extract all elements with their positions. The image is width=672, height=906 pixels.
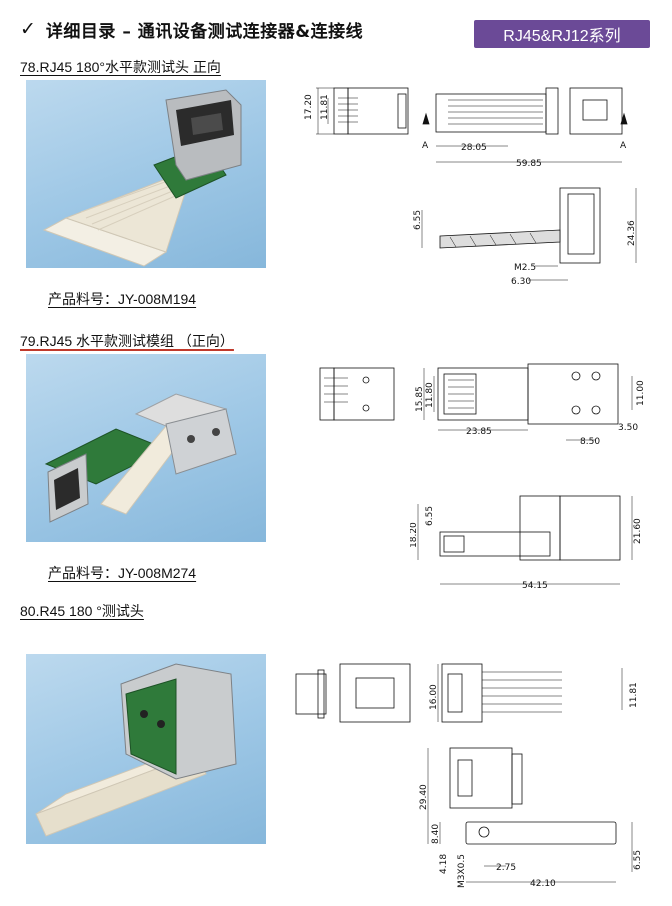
section-79-title: 79.RJ45 水平款测试模组 （正向）: [20, 333, 234, 349]
dim-78-d8: 6.30: [511, 277, 531, 287]
dim-79-d8: 6.55: [425, 506, 435, 526]
dim-80-d6: M3X0.5: [457, 854, 467, 888]
dim-79-d10: 54.15: [522, 581, 548, 591]
dim-80-d4: 8.40: [431, 824, 441, 844]
dim-80-d9: 6.55: [633, 850, 643, 870]
product-photo-80: [26, 654, 266, 844]
drawing-79-top: 15.85 11.80 23.85 11.00 3.50 8.50: [298, 360, 648, 450]
dim-78-d7: M2.5: [514, 263, 536, 273]
part-number-79: 产品料号：JY-008M274: [48, 565, 197, 581]
dim-78-d5: 6.55: [413, 210, 423, 230]
dim-79-d4: 11.00: [636, 380, 646, 406]
dim-80-d8: 42.10: [530, 879, 556, 889]
dim-79-d9: 21.60: [633, 518, 643, 544]
product-photo-79: [26, 354, 266, 542]
part-number-78: 产品料号：JY-008M194: [48, 291, 197, 307]
dim-78-d6: 24.36: [627, 220, 637, 246]
dim-80-d1: 16.00: [429, 684, 439, 710]
product-photo-78: [26, 80, 266, 268]
dim-80-d2: 11.81: [629, 682, 639, 708]
section-80-title: 80.R45 180 °测试头: [20, 603, 144, 619]
dim-79-d3: 23.85: [466, 427, 492, 437]
section-78-title: 78.RJ45 180°水平款测试头 正向: [20, 59, 221, 75]
drawing-78-section: 6.55 24.36 M2.5 6.30: [410, 180, 650, 292]
drawing-78-front-side: 17.20 11.81 A A 28.05 59.85: [298, 80, 643, 180]
dim-79-d2: 11.80: [425, 382, 435, 408]
drawing-80-side: 29.40 8.40 4.18 M3X0.5 2.75 42.10 6.55: [410, 740, 650, 900]
dim-79-d1: 15.85: [415, 386, 425, 412]
dim-79-d6: 8.50: [580, 437, 600, 447]
dim-80-d3: 29.40: [419, 784, 429, 810]
dim-80-d5: 4.18: [439, 854, 449, 874]
page-header: ✓ 详细目录 – 通讯设备测试连接器&连接线: [20, 14, 363, 44]
dim-78-a-right: A: [620, 141, 627, 151]
dim-79-d7: 18.20: [410, 522, 419, 548]
dim-79-d5: 3.50: [618, 423, 638, 433]
dim-78-d2: 11.81: [320, 94, 330, 120]
drawing-79-side: 18.20 6.55 21.60 54.15: [410, 488, 650, 592]
dim-78-d1: 17.20: [304, 94, 314, 120]
dim-78-d3: 28.05: [461, 143, 487, 153]
dim-78-a-left: A: [422, 141, 429, 151]
dim-80-d7: 2.75: [496, 863, 516, 873]
dim-78-d4: 59.85: [516, 159, 542, 169]
check-icon: ✓: [20, 18, 36, 40]
drawing-80-views: 16.00 11.81: [292, 654, 648, 734]
series-badge: RJ45&RJ12系列: [474, 20, 650, 48]
page-title: 详细目录 – 通讯设备测试连接器&连接线: [45, 21, 364, 42]
